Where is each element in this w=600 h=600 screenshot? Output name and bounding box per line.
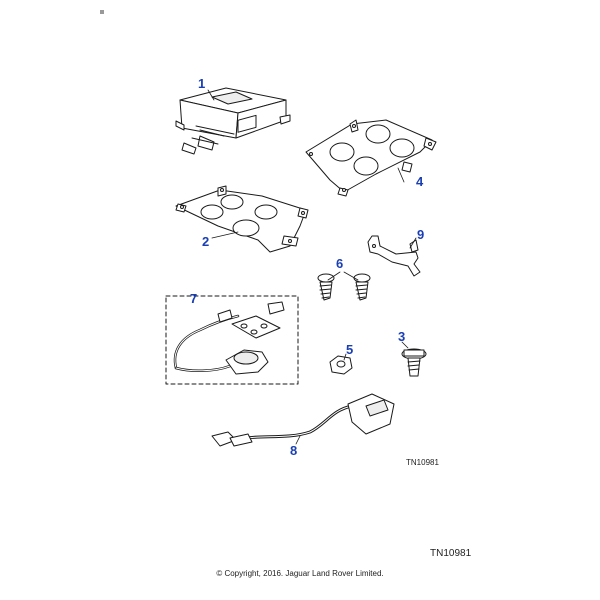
callout-6: 6	[336, 256, 344, 271]
corner-mark	[100, 10, 104, 14]
part-4-mounting-plate	[305, 119, 437, 197]
part-6-screws	[317, 273, 371, 301]
part-5-nut	[329, 355, 353, 375]
callout-1: 1	[198, 76, 206, 91]
leader-lines	[207, 89, 417, 445]
part-1-control-module	[175, 87, 291, 155]
callout-8: 8	[290, 443, 298, 458]
part-2-mounting-plate	[175, 185, 309, 253]
illustration-ref-large: TN10981	[430, 548, 472, 559]
copyright-notice: © Copyright, 2016. Jaguar Land Rover Lim…	[216, 569, 384, 578]
part-3-bolt	[401, 348, 427, 377]
callout-5: 5	[346, 342, 354, 357]
illustration-ref-small: TN10981	[406, 458, 439, 467]
part-8-harness	[211, 393, 395, 447]
part-9-bracket	[367, 235, 421, 277]
callout-4: 4	[416, 174, 424, 189]
callout-2: 2	[202, 234, 210, 249]
callout-3: 3	[398, 329, 406, 344]
part-7-antenna-kit	[165, 295, 299, 385]
callout-7: 7	[190, 291, 198, 306]
callout-9: 9	[417, 227, 425, 242]
